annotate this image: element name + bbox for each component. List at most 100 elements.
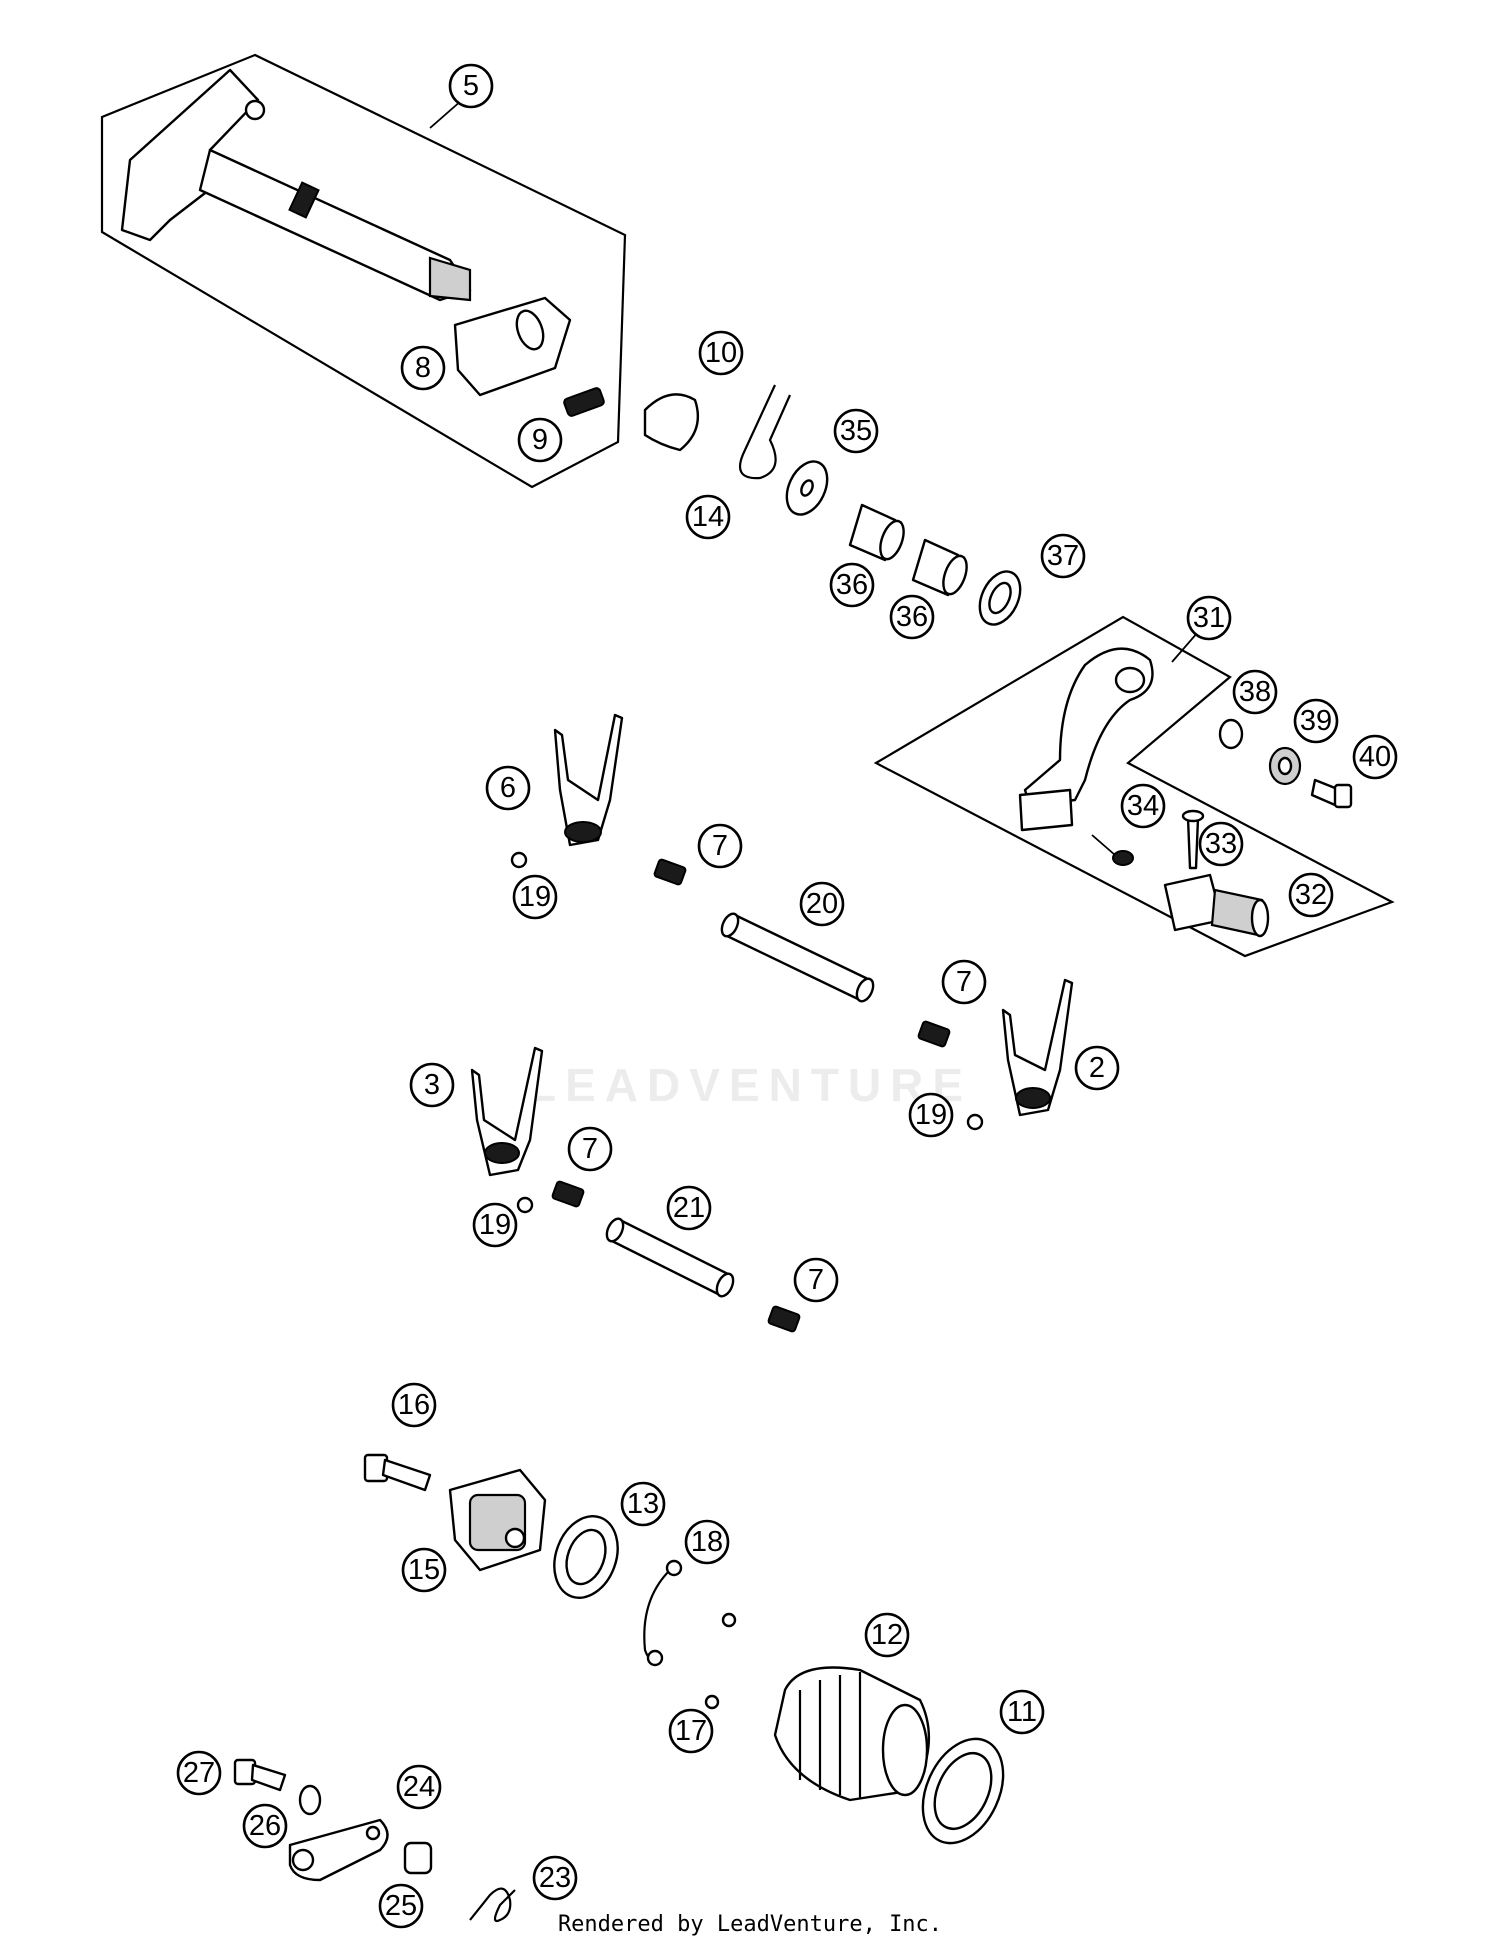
spring-7b-part: [917, 1020, 951, 1048]
callout-5: 5: [448, 63, 494, 109]
sleeve-25-part: [403, 1841, 433, 1875]
svg-text:36: 36: [836, 569, 868, 601]
svg-text:31: 31: [1193, 602, 1225, 634]
callout-7d: 7: [793, 1257, 839, 1303]
svg-text:20: 20: [806, 888, 838, 920]
callout-40: 40: [1352, 734, 1398, 780]
svg-text:9: 9: [532, 424, 548, 456]
callout-21: 21: [666, 1185, 712, 1231]
svg-text:40: 40: [1359, 741, 1391, 773]
svg-text:2: 2: [1089, 1052, 1105, 1084]
spring-7c-part: [551, 1180, 585, 1208]
svg-text:33: 33: [1205, 828, 1237, 860]
svg-text:39: 39: [1300, 705, 1332, 737]
svg-text:13: 13: [627, 1488, 659, 1520]
callout-15: 15: [401, 1547, 447, 1593]
svg-text:25: 25: [385, 1890, 417, 1922]
spring-7a-part: [653, 858, 687, 886]
callout-11: 11: [999, 1689, 1045, 1735]
callout-2: 2: [1074, 1045, 1120, 1091]
svg-text:16: 16: [398, 1389, 430, 1421]
washer-38-part: [1218, 718, 1244, 750]
svg-text:24: 24: [403, 1771, 435, 1803]
screw-17a-part: [721, 1612, 737, 1628]
lever-26-part: [288, 1818, 389, 1882]
leader-5: [429, 99, 463, 129]
callout-19b: 19: [908, 1092, 954, 1138]
svg-text:17: 17: [675, 1715, 707, 1747]
svg-text:7: 7: [712, 830, 728, 862]
svg-text:27: 27: [183, 1757, 215, 1789]
callout-3: 3: [409, 1062, 455, 1108]
svg-text:8: 8: [415, 352, 431, 384]
spring-23-part: [469, 1887, 516, 1923]
callout-39: 39: [1293, 698, 1339, 744]
fork-shaft-21-part: [605, 1217, 735, 1298]
callout-20: 20: [799, 881, 845, 927]
screw-17b-part: [704, 1694, 720, 1710]
callout-23: 23: [532, 1855, 578, 1901]
callout-38: 38: [1232, 669, 1278, 715]
lever-tip-32-part: [1163, 873, 1270, 938]
assembly-31-outline: [873, 615, 1395, 958]
svg-text:11: 11: [1007, 1696, 1037, 1728]
spring-7d-part: [767, 1305, 801, 1333]
svg-text:32: 32: [1295, 879, 1327, 911]
svg-text:10: 10: [705, 337, 737, 369]
ball-19a-part: [510, 851, 528, 869]
bushing-36-part: [848, 503, 905, 562]
svg-text:37: 37: [1047, 540, 1079, 572]
svg-text:15: 15: [408, 1554, 440, 1586]
spring-clip-14-part: [738, 384, 792, 480]
callout-12: 12: [864, 1612, 910, 1658]
callout-7a: 7: [697, 823, 743, 869]
leader-31: [1171, 631, 1199, 663]
svg-text:18: 18: [691, 1526, 723, 1558]
svg-text:19: 19: [479, 1209, 511, 1241]
callout-17: 17: [668, 1708, 714, 1754]
callout-10: 10: [698, 330, 744, 376]
callout-19a: 19: [512, 874, 558, 920]
callout-27: 27: [176, 1750, 222, 1796]
callout-7b: 7: [941, 959, 987, 1005]
callout-36a: 36: [829, 562, 875, 608]
callout-36b: 36: [889, 594, 935, 640]
bolt-33-part: [1186, 816, 1200, 870]
clip-10-part: [643, 393, 700, 452]
svg-text:23: 23: [539, 1862, 571, 1894]
render-credit: Rendered by LeadVenture, Inc.: [557, 1912, 943, 1937]
plate-8-part: [453, 296, 572, 397]
svg-text:38: 38: [1239, 676, 1271, 708]
callout-25: 25: [378, 1883, 424, 1929]
svg-text:5: 5: [463, 70, 479, 102]
svg-text:6: 6: [500, 772, 516, 804]
callout-37: 37: [1040, 533, 1086, 579]
callout-31: 31: [1186, 595, 1232, 641]
svg-text:7: 7: [956, 966, 972, 998]
callout-14: 14: [685, 494, 731, 540]
callout-26: 26: [242, 1803, 288, 1849]
retainer-18-part: [643, 1569, 671, 1663]
callout-24: 24: [396, 1764, 442, 1810]
svg-text:36: 36: [896, 601, 928, 633]
fork-shaft-20-part: [720, 912, 875, 1003]
callout-32: 32: [1288, 872, 1334, 918]
svg-text:19: 19: [915, 1099, 947, 1131]
svg-text:7: 7: [582, 1133, 598, 1165]
callout-33: 33: [1198, 821, 1244, 867]
shift-shaft-part: [120, 68, 472, 302]
callout-9: 9: [517, 417, 563, 463]
callout-35: 35: [833, 408, 879, 454]
shift-drum-12-part: [773, 1666, 930, 1802]
watermark: LEADVENTURE: [527, 1059, 973, 1111]
callout-19c: 19: [472, 1202, 518, 1248]
svg-text:21: 21: [673, 1192, 705, 1224]
svg-text:19: 19: [519, 881, 551, 913]
callout-13: 13: [620, 1481, 666, 1527]
callout-7c: 7: [567, 1126, 613, 1172]
callout-8: 8: [400, 345, 446, 391]
callout-16: 16: [391, 1382, 437, 1428]
callout-18: 18: [684, 1519, 730, 1565]
svg-text:3: 3: [424, 1069, 440, 1101]
